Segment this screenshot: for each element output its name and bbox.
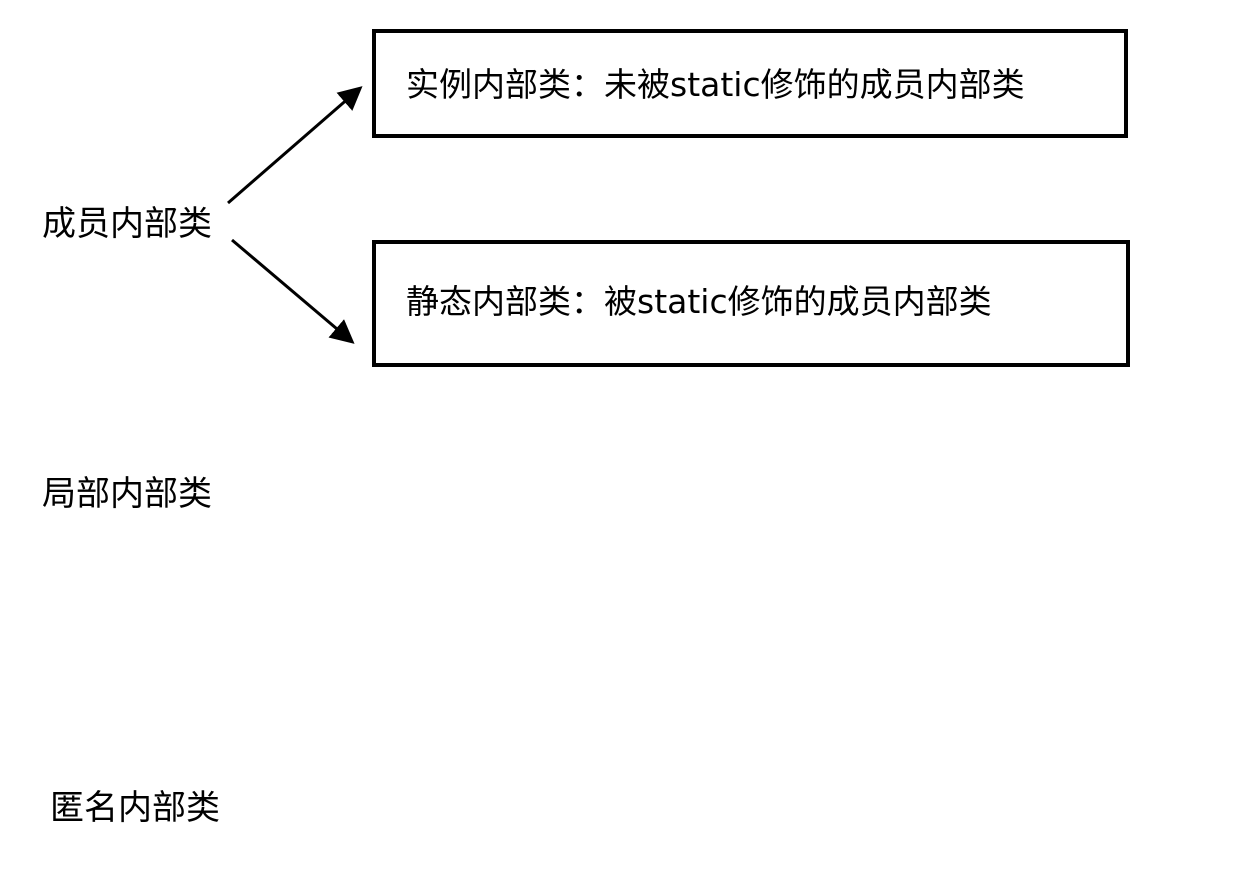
arrow-to-instance-inner-class xyxy=(227,86,363,205)
instance-inner-class-box: 实例内部类：未被static修饰的成员内部类 xyxy=(372,29,1128,138)
member-inner-class-label: 成员内部类 xyxy=(42,204,212,244)
static-inner-class-text: 静态内部类：被static修饰的成员内部类 xyxy=(406,282,992,321)
instance-inner-class-text: 实例内部类：未被static修饰的成员内部类 xyxy=(406,65,1025,104)
static-inner-class-box: 静态内部类：被static修饰的成员内部类 xyxy=(372,240,1130,367)
anonymous-inner-class-label: 匿名内部类 xyxy=(50,788,220,828)
local-inner-class-label: 局部内部类 xyxy=(42,474,212,514)
arrow-to-static-inner-class xyxy=(231,238,355,344)
